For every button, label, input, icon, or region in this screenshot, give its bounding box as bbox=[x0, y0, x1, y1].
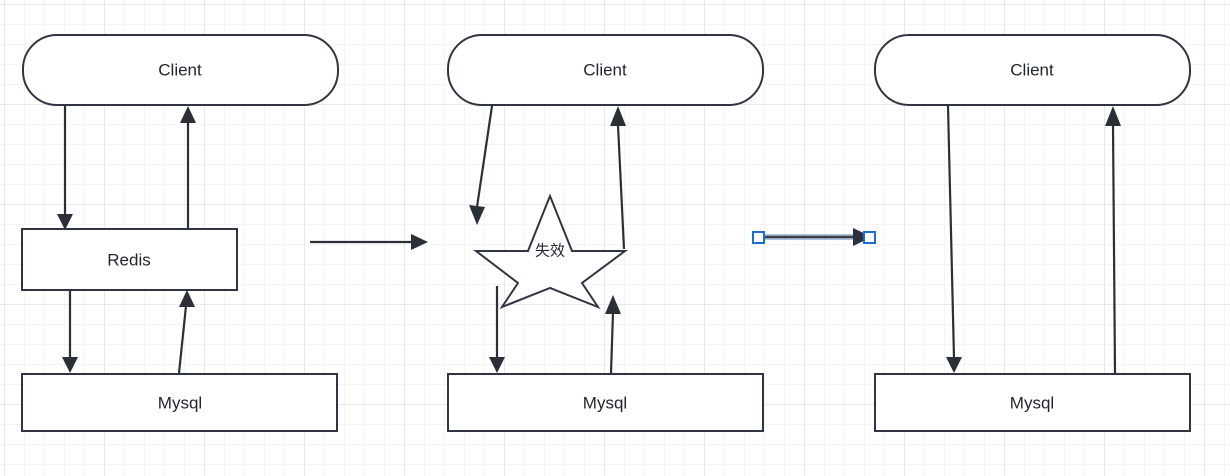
star-2-shape[interactable] bbox=[473, 193, 629, 310]
node-client-3[interactable]: Client bbox=[874, 34, 1191, 106]
client-1-label: Client bbox=[158, 60, 202, 79]
edge-mysql2-star[interactable] bbox=[605, 295, 621, 374]
group-invalidated: Client 失效 Mysql bbox=[447, 34, 764, 432]
mysql-1-shape[interactable] bbox=[21, 373, 338, 432]
client-2-label: Client bbox=[583, 60, 627, 79]
redis-1-shape[interactable] bbox=[21, 228, 238, 291]
star-2-label: 失效 bbox=[535, 242, 565, 260]
node-client-2[interactable]: Client bbox=[447, 34, 764, 106]
mysql-3-shape[interactable] bbox=[874, 373, 1191, 432]
edge-star-mysql2[interactable] bbox=[489, 286, 505, 373]
client-3-shape[interactable] bbox=[874, 34, 1191, 106]
edge-client3-mysql3[interactable] bbox=[946, 105, 962, 373]
mysql-3-label: Mysql bbox=[1010, 393, 1054, 412]
group-before: Client Redis Mysql bbox=[21, 34, 339, 432]
node-mysql-3[interactable]: Mysql bbox=[874, 373, 1191, 432]
edge-client2-star[interactable] bbox=[469, 105, 494, 225]
edge-redis1-mysql1[interactable] bbox=[62, 291, 78, 373]
selection-handle-source[interactable] bbox=[752, 231, 765, 244]
transition-arrow-2-selected[interactable] bbox=[752, 228, 876, 246]
redis-1-label: Redis bbox=[107, 250, 150, 269]
node-redis-1[interactable]: Redis bbox=[21, 228, 238, 291]
node-mysql-2[interactable]: Mysql bbox=[447, 373, 764, 432]
client-1-shape[interactable] bbox=[22, 34, 339, 106]
edge-redis1-client1[interactable] bbox=[180, 106, 196, 229]
node-mysql-1[interactable]: Mysql bbox=[21, 373, 338, 432]
connector-arrowhead bbox=[853, 228, 872, 246]
transition-arrow-1[interactable] bbox=[310, 234, 428, 250]
node-client-1[interactable]: Client bbox=[22, 34, 339, 106]
group-after: Client Mysql bbox=[874, 34, 1191, 432]
edge-mysql1-redis1[interactable] bbox=[177, 290, 195, 374]
mysql-2-shape[interactable] bbox=[447, 373, 764, 432]
mysql-1-label: Mysql bbox=[158, 393, 202, 412]
node-star-2[interactable]: 失效 bbox=[473, 193, 629, 310]
mysql-2-label: Mysql bbox=[583, 393, 627, 412]
client-3-label: Client bbox=[1010, 60, 1054, 79]
edge-mysql3-client3[interactable] bbox=[1105, 106, 1121, 374]
selection-handle-target[interactable] bbox=[863, 231, 876, 244]
edge-client1-redis1[interactable] bbox=[57, 106, 73, 230]
client-2-shape[interactable] bbox=[447, 34, 764, 106]
edge-star-client2[interactable] bbox=[610, 106, 626, 250]
